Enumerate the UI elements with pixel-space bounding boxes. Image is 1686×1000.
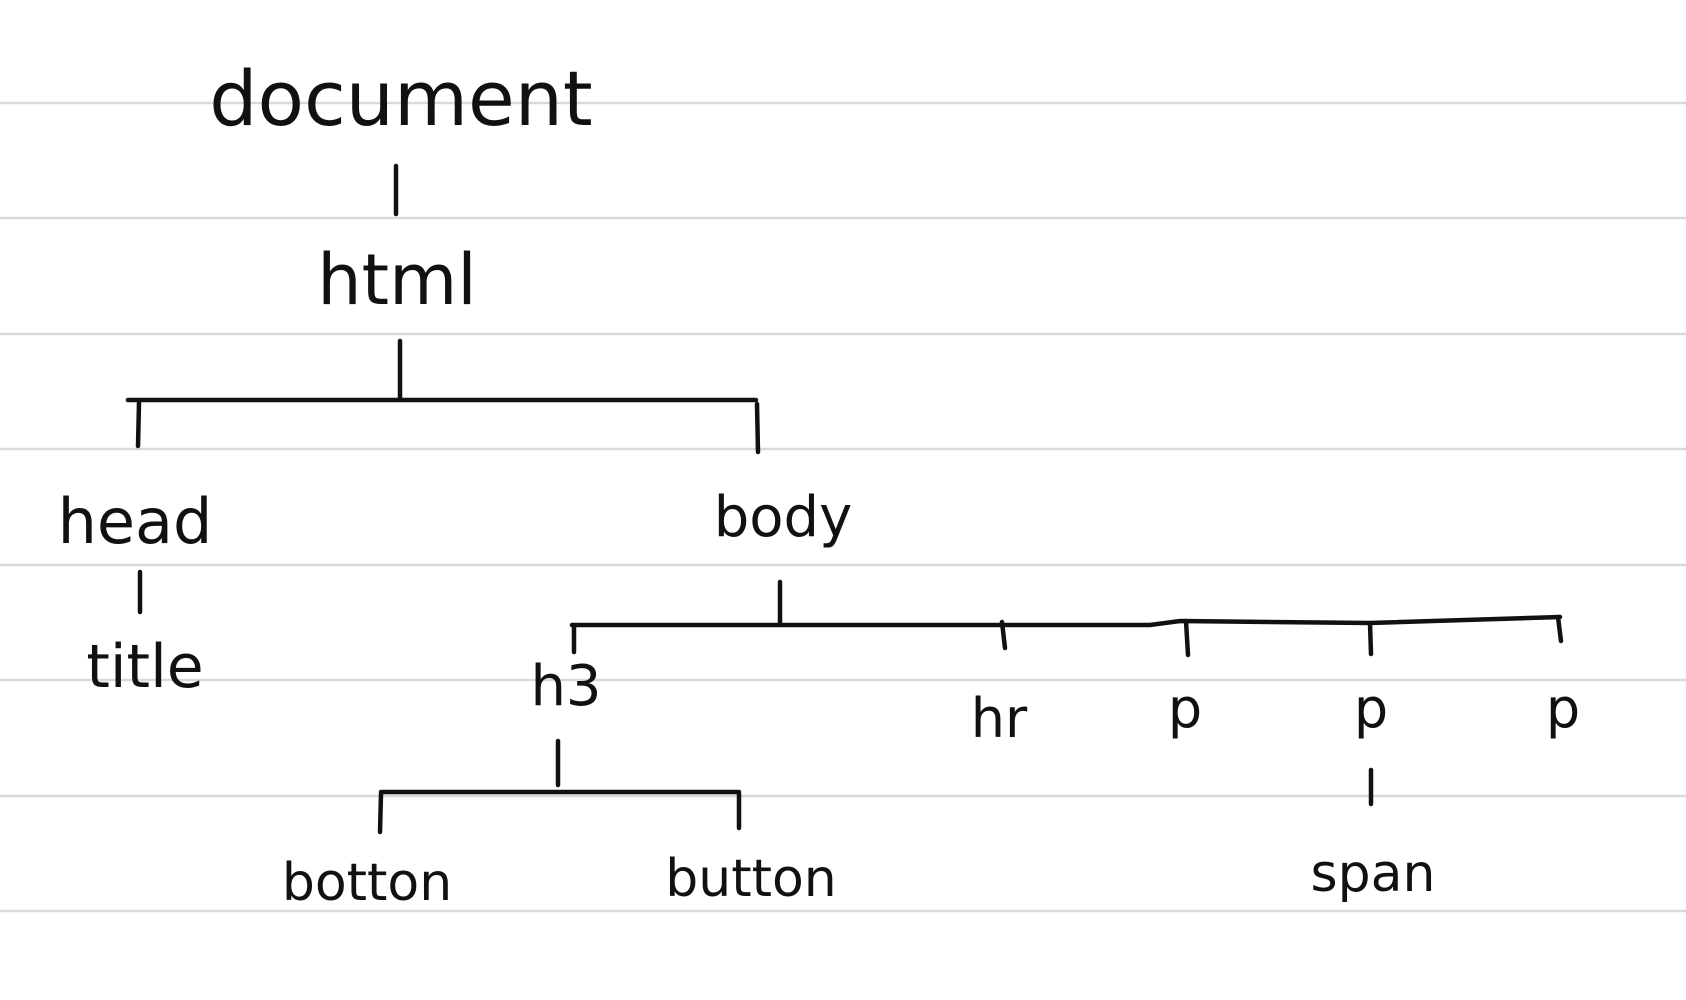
tree-nodes: document html head body title h3 hr p p …: [58, 54, 1581, 913]
edge-body-bar: [569, 614, 1563, 628]
edge-h3-button1: [377, 791, 384, 835]
edge-body-p2: [1367, 620, 1374, 657]
node-document: document: [209, 54, 592, 143]
tree-edges: [125, 163, 1564, 835]
edge-html-head: [135, 400, 142, 449]
edge-body-p3: [1555, 614, 1564, 644]
edge-body-p1: [1183, 618, 1191, 658]
node-p: p: [1546, 677, 1580, 740]
node-p: p: [1354, 677, 1388, 740]
node-html: html: [317, 239, 476, 321]
node-title: title: [86, 632, 203, 702]
node-h3: h3: [530, 654, 601, 719]
node-button: button: [665, 849, 837, 909]
node-head: head: [58, 485, 213, 558]
edge-html-body: [754, 401, 761, 455]
node-button: botton: [282, 853, 452, 913]
ruled-lines: [0, 101, 1686, 913]
node-hr: hr: [971, 687, 1028, 750]
node-p: p: [1168, 677, 1202, 740]
node-body: body: [714, 485, 853, 550]
node-span: span: [1311, 844, 1436, 904]
edge-body-hr: [999, 619, 1008, 651]
